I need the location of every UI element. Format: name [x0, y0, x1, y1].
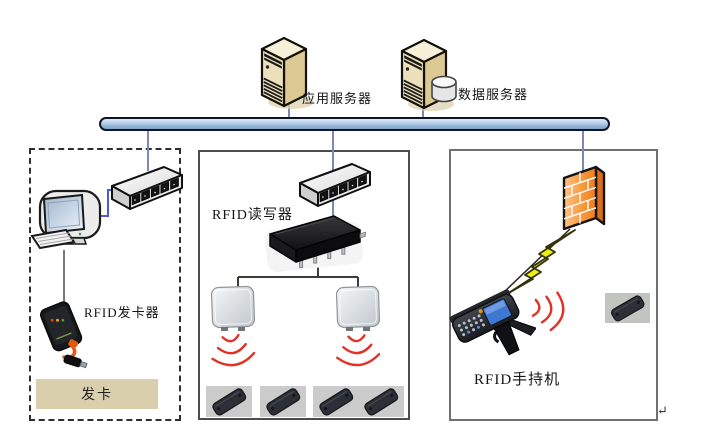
database-cylinder-icon — [431, 75, 457, 103]
data-server-label: 数据服务器 — [458, 87, 529, 102]
fixed-reading-zone-box — [198, 150, 410, 420]
rfid-reader-device-icon — [264, 215, 366, 273]
radio-waves-icon — [336, 334, 381, 367]
application-server-icon — [260, 36, 314, 109]
usb-card-reader-icon — [39, 301, 88, 369]
card-issuing-zone-box — [29, 148, 181, 421]
switch-icon — [299, 163, 371, 207]
app-server-label: 应用服务器 — [302, 91, 373, 106]
handheld-reader-icon — [449, 289, 536, 356]
desktop-computer-icon — [30, 189, 102, 250]
radio-waves-icon — [531, 291, 565, 332]
rfid-tag-icon — [260, 386, 306, 417]
rfid-tag-icon — [313, 386, 359, 417]
issue-card-box: 发卡 — [36, 379, 158, 409]
switch-icon — [111, 166, 183, 210]
antenna-panel-icon — [210, 285, 256, 331]
card-issuer-label: RFID发卡器 — [84, 305, 160, 320]
paragraph-return-mark: ↵ — [657, 403, 668, 418]
network-bus — [99, 117, 610, 131]
rfid-tag-icon — [358, 386, 404, 417]
handheld-zone-box — [449, 149, 658, 421]
antenna-panel-icon — [335, 285, 381, 331]
fixed-reader-label: RFID读写器 — [212, 208, 293, 223]
rfid-tag-icon — [206, 386, 252, 417]
handheld-label: RFID手持机 — [474, 372, 561, 388]
radio-waves-icon — [211, 334, 256, 367]
issue-card-label: 发卡 — [81, 388, 113, 403]
rfid-tag-icon — [605, 293, 650, 323]
firewall-icon — [562, 165, 606, 230]
